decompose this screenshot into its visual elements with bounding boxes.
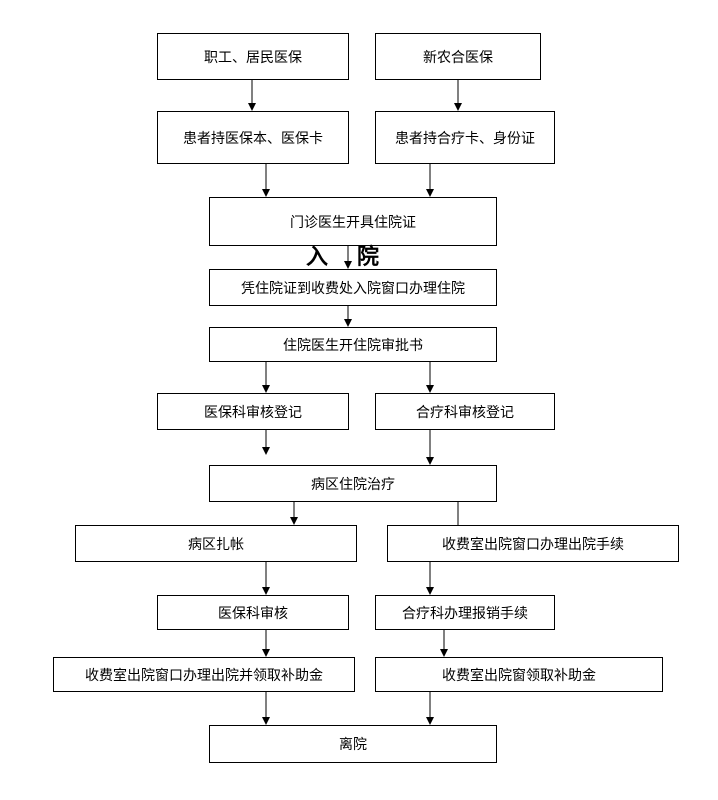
node-doctor-approval: 住院医生开住院审批书 <box>209 327 497 362</box>
stage-label-admission-right: 院 <box>357 245 380 270</box>
node-discharge-subsidy-insurance: 收费室出院窗口办理出院并领取补助金 <box>53 657 355 692</box>
node-rural-reimburse: 合疗科办理报销手续 <box>375 595 555 630</box>
node-discharge-subsidy-rural: 收费室出院窗领取补助金 <box>375 657 663 692</box>
node-leave-hospital: 离院 <box>209 725 497 763</box>
node-clinic-doctor: 门诊医生开具住院证 <box>209 197 497 246</box>
node-discharge-procedure: 收费室出院窗口办理出院手续 <box>387 525 679 562</box>
node-admission-office: 凭住院证到收费处入院窗口办理住院 <box>209 269 497 306</box>
node-patient-insurance-card: 患者持医保本、医保卡 <box>157 111 349 164</box>
node-ward-billing: 病区扎帐 <box>75 525 357 562</box>
node-insurance-dept-review: 医保科审核 <box>157 595 349 630</box>
node-employee-insurance: 职工、居民医保 <box>157 33 349 80</box>
node-insurance-dept-register: 医保科审核登记 <box>157 393 349 430</box>
node-ward-treatment: 病区住院治疗 <box>209 465 497 502</box>
node-rural-dept-register: 合疗科审核登记 <box>375 393 555 430</box>
node-rural-insurance: 新农合医保 <box>375 33 541 80</box>
stage-label-admission-left: 入 <box>306 245 329 270</box>
node-patient-rural-card: 患者持合疗卡、身份证 <box>375 111 555 164</box>
